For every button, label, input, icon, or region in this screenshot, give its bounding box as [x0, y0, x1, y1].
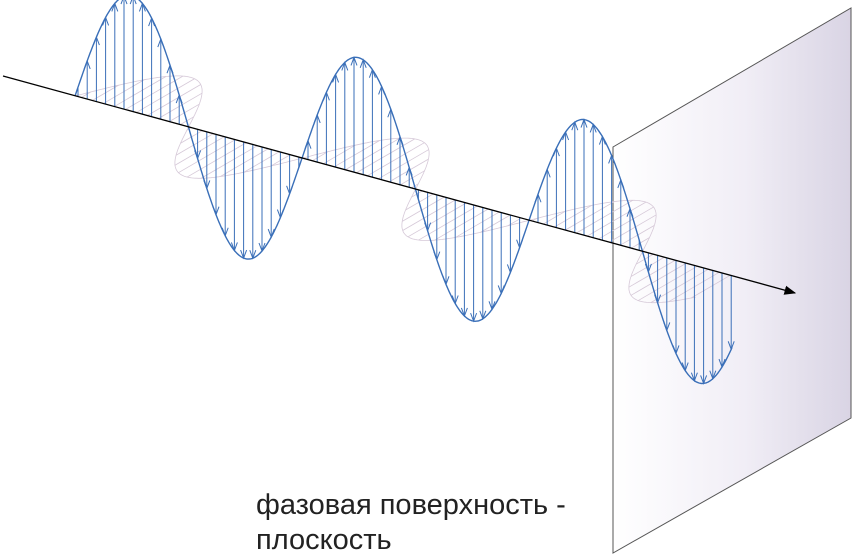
caption-line-2: плоскость [256, 523, 616, 558]
phase-plane [613, 8, 851, 553]
magnetic-field-line [403, 200, 455, 230]
magnetic-field-line [244, 152, 279, 172]
magnetic-field-line [367, 143, 424, 176]
magnetic-field-line [312, 152, 328, 161]
magnetic-field-line [176, 134, 213, 155]
magnetic-field-line [480, 215, 510, 232]
magnetic-field-line [378, 150, 429, 179]
magnetic-field-line [201, 146, 257, 178]
magnetic-field-line [114, 77, 166, 107]
magnetic-field-line [147, 85, 201, 116]
caption: фазовая поверхность - плоскость [256, 488, 616, 558]
magnetic-field-line [175, 137, 224, 165]
caption-line-1: фазовая поверхность - [256, 488, 616, 523]
magnetic-field-line [554, 205, 592, 227]
magnetic-field-line [435, 209, 488, 240]
magnetic-field-line [136, 79, 194, 113]
magnetic-field-line [187, 143, 246, 177]
magnetic-field-line [323, 145, 355, 164]
